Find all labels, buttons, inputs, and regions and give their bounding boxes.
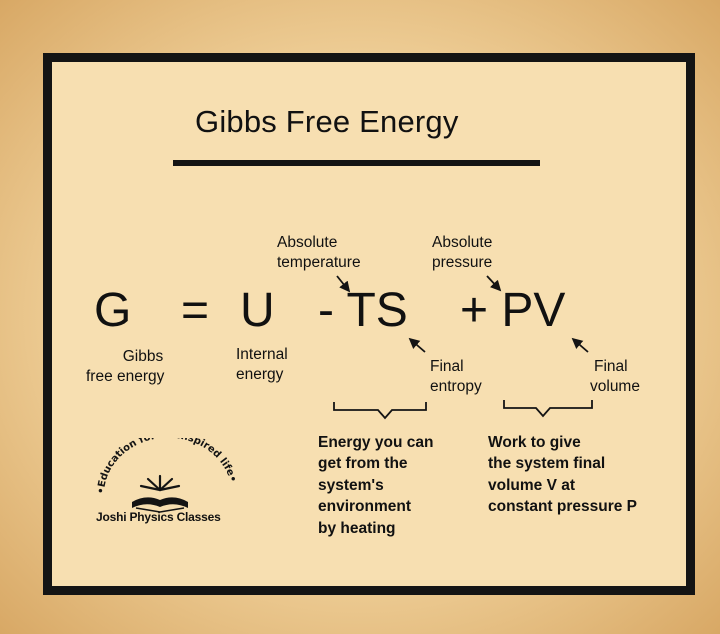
eq-equals-sign: =: [181, 284, 210, 337]
note-line: constant pressure P: [488, 498, 638, 516]
label-line: temperature: [277, 253, 361, 271]
note-line: volume V at: [488, 476, 575, 494]
note-line: Work to give: [488, 434, 581, 451]
note-ts-explanation: Energy you can get from the system's env…: [318, 432, 433, 539]
note-line: get from the: [318, 455, 408, 473]
label-absolute-temperature: Absolute temperature: [277, 233, 361, 272]
joshi-physics-logo: •Education for an Inspired life•: [96, 438, 238, 513]
page-title: Gibbs Free Energy: [195, 104, 459, 139]
label-final-entropy: Final entropy: [430, 357, 482, 396]
label-line: pressure: [432, 253, 493, 271]
eq-term-pv: + PV: [460, 284, 566, 337]
label-final-volume: Final volume: [590, 357, 640, 396]
label-line: Absolute: [277, 234, 338, 251]
brace-pv: [503, 400, 593, 418]
logo-name: Joshi Physics Classes: [96, 510, 221, 524]
eq-symbol-u: U: [240, 284, 275, 337]
note-line: environment: [318, 498, 412, 516]
arrow-from-entropy: [408, 337, 426, 353]
label-line: entropy: [430, 377, 482, 395]
label-absolute-pressure: Absolute pressure: [432, 233, 492, 272]
label-line: Internal: [236, 346, 288, 363]
arrow-to-pressure: [486, 275, 502, 292]
chalkboard-frame: [43, 53, 695, 595]
note-line: Energy you can: [318, 434, 434, 451]
note-line: the system final: [488, 455, 606, 473]
label-line: Gibbs: [122, 348, 164, 365]
label-line: energy: [236, 365, 284, 383]
note-line: system's: [318, 476, 384, 494]
label-internal-energy: Internal energy: [236, 345, 288, 384]
label-line: volume: [590, 377, 640, 395]
label-line: Final: [594, 358, 628, 375]
note-line: by heating: [318, 519, 396, 537]
label-line: Absolute: [432, 234, 493, 251]
label-line: free energy: [86, 367, 165, 385]
label-gibbs-free-energy: Gibbs free energy: [86, 347, 180, 386]
title-underline: [173, 160, 540, 166]
arrow-to-temperature: [336, 275, 351, 293]
eq-term-ts: - TS: [318, 284, 408, 337]
note-pv-explanation: Work to give the system final volume V a…: [488, 432, 637, 518]
svg-text:•Education for an Inspired lif: •Education for an Inspired life•: [96, 438, 238, 494]
brace-ts: [333, 402, 427, 420]
arrow-from-volume: [571, 337, 589, 353]
label-line: Final: [430, 358, 464, 375]
eq-symbol-g: G: [94, 284, 132, 337]
